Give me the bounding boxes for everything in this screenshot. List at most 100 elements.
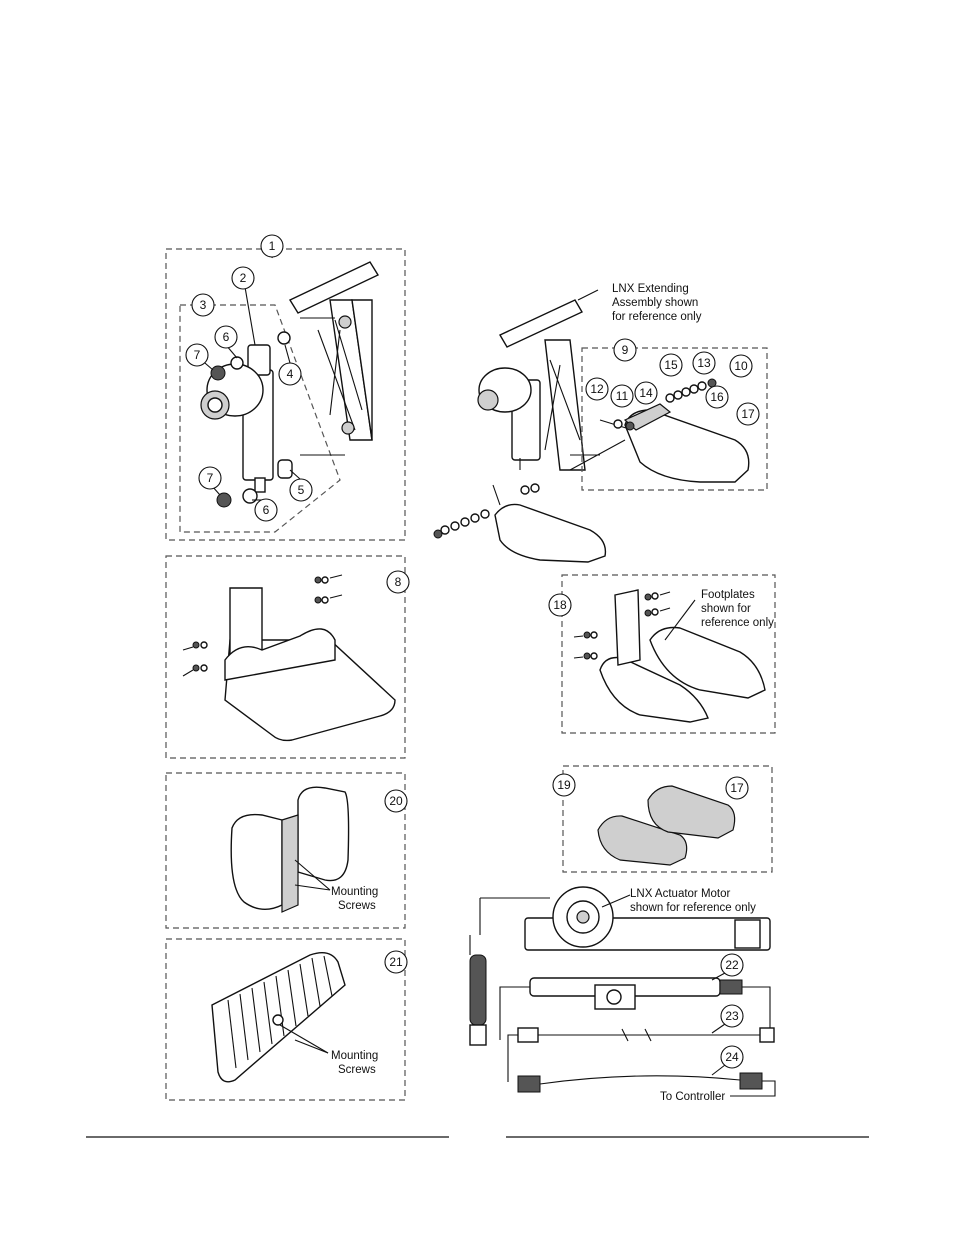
footplate-18-upright [614,589,641,666]
callout-14: 14 [634,381,658,405]
callout-5: 5 [289,478,313,502]
mounting-screws-21-line2: Screws [338,1064,376,1076]
cable-23 [507,1027,775,1082]
svg-text:13: 13 [697,356,711,370]
svg-text:14: 14 [639,386,653,400]
actuator-note-line2: shown for reference only [630,902,756,914]
lnx-extending-note-line2: Assembly shown [612,297,698,309]
calf-pad-right [297,786,350,882]
hardware-9 [599,378,717,431]
footplates-note-line3: reference only [701,617,774,629]
callout-18: 18 [548,593,572,617]
callout-6-bottom: 6 [254,498,278,522]
callout-24: 24 [720,1045,744,1069]
svg-text:24: 24 [725,1050,739,1064]
group-8-border [165,555,406,759]
svg-text:10: 10 [734,359,748,373]
group-1-border [165,248,406,541]
washer-6-top [230,356,244,370]
callout-16: 16 [705,385,729,409]
callout-7-bottom: 7 [198,466,222,490]
ribbed-pad-hole [272,1014,284,1026]
callout-6-top: 6 [214,325,238,349]
to-controller-label: To Controller [660,1091,725,1103]
mounting-screws-20-line1: Mounting [331,886,378,898]
lnx-extending-assembly [477,289,600,471]
assembly-group-19: 19 17 [552,765,773,873]
spacer-5 [277,459,293,479]
callout-19: 19 [552,773,576,797]
cable-24 [517,1072,776,1097]
calf-pad-left [230,813,283,910]
assembly-group-8: 8 [165,555,410,759]
extending-bracket [288,261,380,456]
lnx-extending-note-line1: LNX Extending [612,283,689,295]
svg-text:3: 3 [200,298,207,312]
callout-7-top: 7 [185,343,209,367]
footplates-note-line1: Footplates [701,589,755,601]
cable-22 [499,977,771,1040]
assembly-group-21: Mounting Screws 21 [165,938,408,1101]
callout-23: 23 [720,1004,744,1028]
footplate-17 [624,409,750,483]
svg-text:22: 22 [725,958,739,972]
lnx-actuator-motor [469,886,771,1046]
svg-text:21: 21 [389,955,403,969]
group-18-border [561,574,776,734]
callout-11: 11 [610,384,634,408]
svg-text:7: 7 [194,348,201,362]
callout-4: 4 [278,362,302,386]
svg-text:18: 18 [553,598,567,612]
actuator-unit [200,344,274,493]
assembly-group-1: 1 2 3 6 7 4 5 7 6 [165,234,406,541]
svg-text:5: 5 [298,483,305,497]
callout-3: 3 [191,293,215,317]
svg-text:4: 4 [287,367,294,381]
callout-13: 13 [692,351,716,375]
group-19-border [562,765,773,873]
svg-text:20: 20 [389,794,403,808]
svg-text:12: 12 [590,382,604,396]
calf-pad-bracket [281,814,299,913]
callout-20: 20 [384,789,408,813]
svg-text:7: 7 [207,471,214,485]
callout-2: 2 [231,266,255,290]
callout-17-group9: 17 [736,402,760,426]
hardware-18 [573,591,671,660]
actuator-cables-group: LNX Actuator Motor shown for reference o… [469,886,776,1103]
footplate-lower [494,503,607,563]
group-21-border [165,938,406,1101]
group-9-border [581,347,768,491]
callout-21: 21 [384,950,408,974]
grip-pad-left [597,815,688,866]
mounting-screws-20-line2: Screws [338,900,376,912]
callout-12: 12 [585,377,609,401]
footplates-note-line2: shown for [701,603,751,615]
svg-text:15: 15 [664,358,678,372]
spacer-4 [277,331,291,345]
assembly-group-18: Footplates shown for reference only 18 [548,574,776,734]
mounting-screws-21-line1: Mounting [331,1050,378,1062]
svg-text:1: 1 [269,239,276,253]
washer-6-bottom [242,488,258,504]
hardware-lower [433,483,540,539]
callout-9: 9 [613,338,637,362]
callout-15: 15 [659,353,683,377]
svg-text:17: 17 [741,407,755,421]
svg-text:17: 17 [730,781,744,795]
footboard-clamp [224,628,336,681]
callout-8: 8 [386,570,410,594]
hardware-8 [182,574,343,677]
svg-text:23: 23 [725,1009,739,1023]
lnx-extending-note-line3: for reference only [612,311,702,323]
group-3-border [179,304,341,533]
svg-text:16: 16 [710,390,724,404]
callout-22: 22 [720,953,744,977]
actuator-note-line1: LNX Actuator Motor [630,888,731,900]
callout-1: 1 [260,234,284,258]
nut-7-bottom [216,492,232,508]
svg-text:2: 2 [240,271,247,285]
ribbed-pad-ribs [227,955,333,1069]
callout-10: 10 [729,354,753,378]
